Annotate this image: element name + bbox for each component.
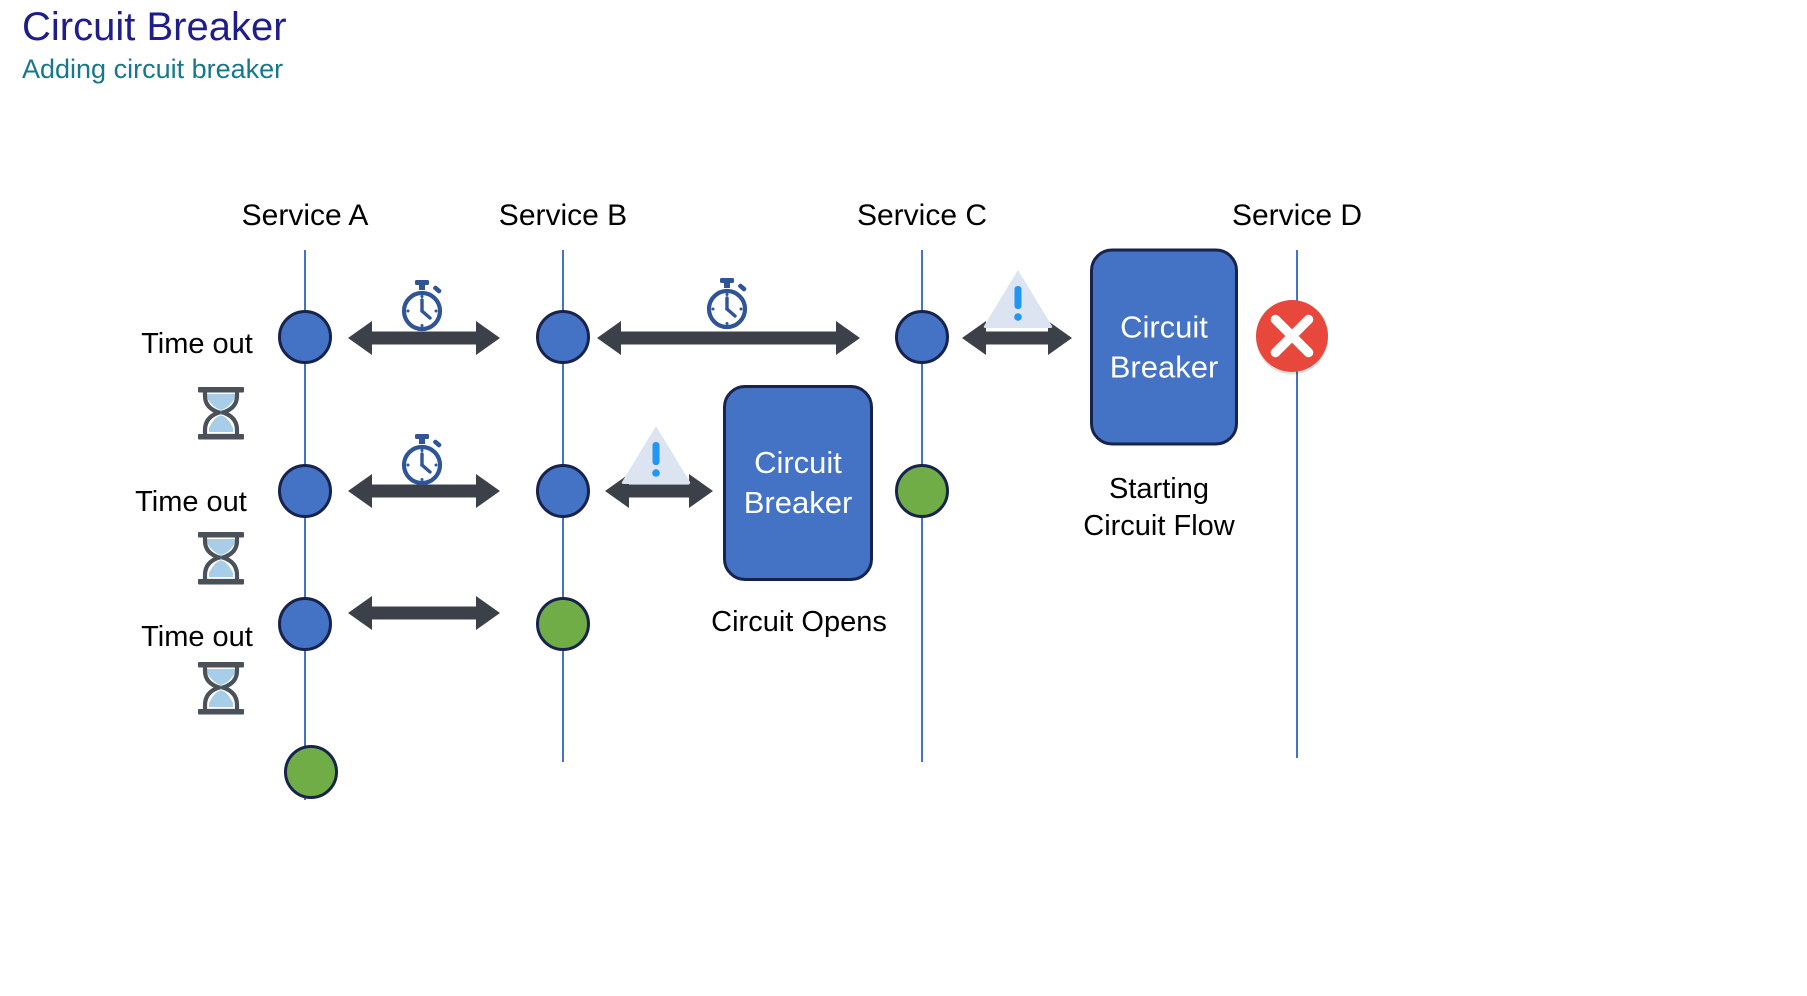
arrow-b-to-c-row1[interactable] — [597, 321, 860, 355]
lane-line-service-d — [1296, 250, 1298, 758]
page-title: Circuit Breaker — [22, 5, 287, 49]
stopwatch-icon-a-b-row1 — [393, 276, 451, 334]
arrow-b-to-breaker-row2[interactable] — [605, 474, 713, 508]
lane-label-service-a: Service A — [241, 199, 369, 232]
service-a-call-3[interactable] — [278, 597, 332, 651]
stopwatch-icon-a-b-row2 — [393, 430, 451, 488]
timeout-label-2: Time out — [135, 486, 247, 518]
lane-label-service-b: Service B — [498, 199, 628, 232]
hourglass-icon-1 — [186, 378, 256, 448]
hourglass-icon-2 — [186, 523, 256, 593]
hourglass-icon-3 — [186, 653, 256, 723]
timeout-label-3: Time out — [141, 621, 253, 653]
service-c-success[interactable] — [895, 464, 949, 518]
lane-label-service-c: Service C — [856, 199, 988, 232]
service-c-call-1[interactable] — [895, 310, 949, 364]
service-a-call-2[interactable] — [278, 464, 332, 518]
service-a-call-1[interactable] — [278, 310, 332, 364]
timeout-label-1: Time out — [141, 328, 253, 360]
warning-icon-service-b — [619, 422, 693, 486]
service-b-call-2[interactable] — [536, 464, 590, 518]
page-subtitle: Adding circuit breaker — [22, 54, 284, 84]
arrow-c-to-breaker-row1[interactable] — [962, 321, 1072, 355]
circuit-breaker-box-upper[interactable]: Circuit Breaker — [1090, 248, 1238, 446]
service-b-call-1[interactable] — [536, 310, 590, 364]
stopwatch-icon-b-c-row1 — [698, 274, 756, 332]
caption-circuit-opens: Circuit Opens — [711, 606, 887, 638]
circuit-breaker-box-lower[interactable]: Circuit Breaker — [723, 385, 873, 581]
service-a-success[interactable] — [284, 745, 338, 799]
warning-icon-service-c — [981, 266, 1055, 330]
lane-line-service-a — [304, 250, 306, 800]
service-b-success[interactable] — [536, 597, 590, 651]
arrow-a-to-b-row3[interactable] — [348, 596, 500, 630]
lane-label-service-d: Service D — [1231, 199, 1363, 232]
caption-starting-circuit-flow: Starting Circuit Flow — [1083, 473, 1235, 542]
arrow-a-to-b-row2[interactable] — [348, 474, 500, 508]
error-x-icon-service-d — [1252, 296, 1332, 376]
arrow-a-to-b-row1[interactable] — [348, 321, 500, 355]
